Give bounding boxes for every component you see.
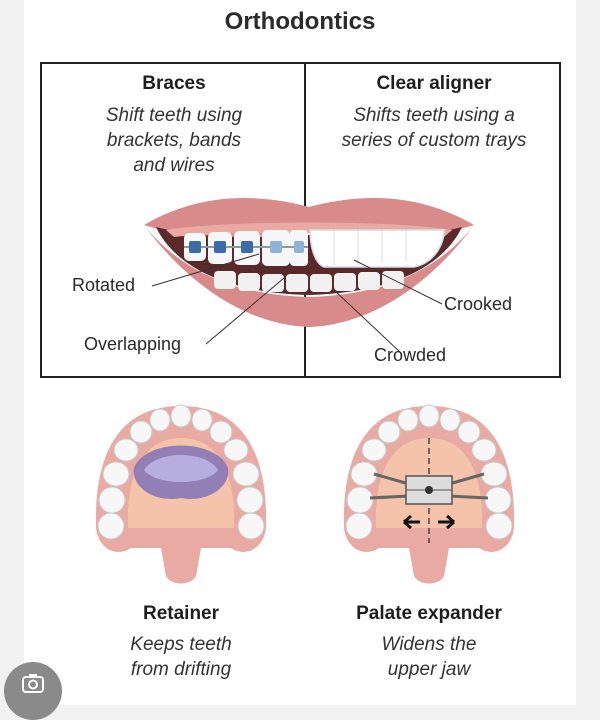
crooked-label: Crooked xyxy=(444,294,513,314)
smile-illustration xyxy=(144,198,474,327)
braced-teeth xyxy=(184,230,308,266)
image-search-button[interactable] xyxy=(4,662,62,720)
retainer-heading: Retainer xyxy=(142,603,220,624)
overlapping-label: Overlapping xyxy=(84,334,182,354)
crowded-label: Crowded xyxy=(374,345,447,365)
expander-heading: Palate expander xyxy=(356,603,502,624)
label-pointers xyxy=(151,253,443,353)
retainer-illustration xyxy=(95,404,267,584)
braces-description: Shift teeth using brackets, bands and wi… xyxy=(105,105,243,176)
rotated-label: Rotated xyxy=(72,275,136,295)
expander-description: Widens the upper jaw xyxy=(381,634,477,680)
retainer-description: Keeps teeth from drifting xyxy=(130,634,232,680)
expand-arrows-icon xyxy=(403,514,455,530)
aligner-teeth xyxy=(309,229,445,268)
aligner-description: Shifts teeth using a series of custom tr… xyxy=(341,105,527,151)
image-search-icon xyxy=(22,674,44,693)
aligner-heading: Clear aligner xyxy=(376,73,492,94)
braces-heading: Braces xyxy=(142,73,206,94)
expander-illustration xyxy=(343,404,515,584)
infographic-page: Orthodontics xyxy=(24,0,576,705)
lower-lip xyxy=(144,225,474,327)
page-title: Orthodontics xyxy=(224,8,376,35)
